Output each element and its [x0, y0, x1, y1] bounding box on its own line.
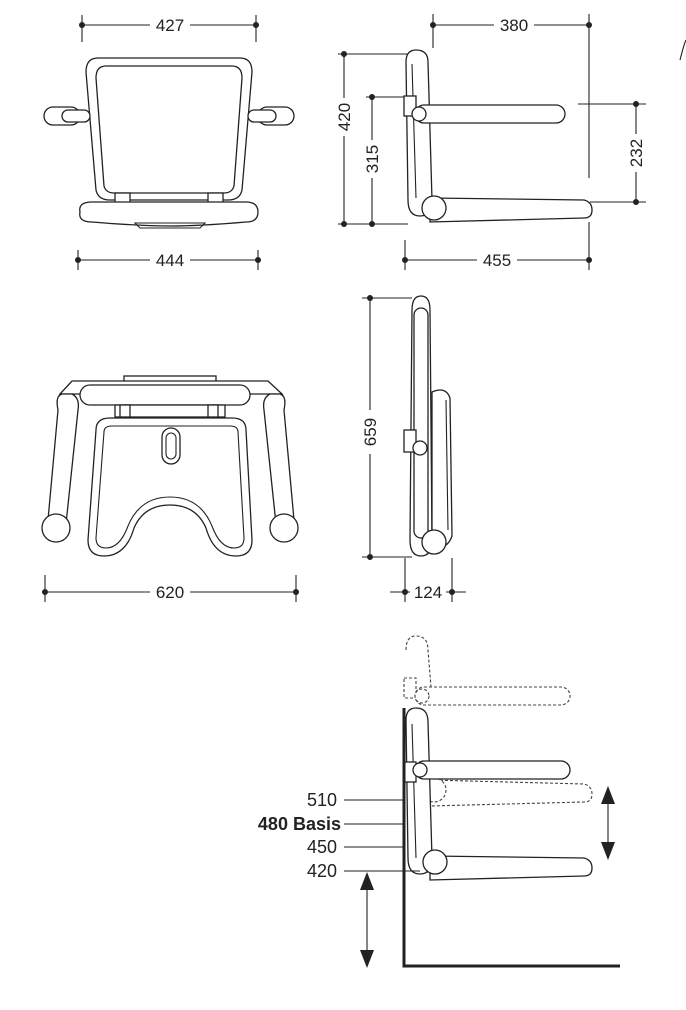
top-arm-left [47, 393, 80, 525]
folded-seat [431, 389, 453, 549]
side-seat [429, 197, 593, 223]
folded-view: 659 124 [360, 295, 466, 603]
dim-folded-height: 659 [361, 418, 380, 446]
height-setting-view: 510 480 Basis 450 420 [258, 635, 620, 968]
dim-front-seat-width: 444 [156, 251, 184, 270]
front-view: 427 444 [43, 13, 295, 271]
top-arm-right [262, 393, 295, 525]
height-seat [429, 855, 593, 881]
dim-side-height-arm: 315 [363, 145, 382, 173]
top-seat-outer [87, 417, 253, 557]
arrow-down-icon [360, 950, 374, 968]
height-post [405, 707, 433, 875]
dim-side-depth-seat: 455 [483, 251, 511, 270]
dim-top-width: 620 [156, 583, 184, 602]
adjust-down-icon [601, 842, 615, 860]
dim-side-depth-arm: 380 [500, 16, 528, 35]
side-view: 380 420 315 232 455 [334, 13, 686, 271]
dim-side-height-total: 420 [335, 103, 354, 131]
height-label-480: 480 Basis [258, 814, 341, 834]
side-frame-post [405, 49, 433, 217]
dim-front-width: 427 [156, 16, 184, 35]
side-armrest [414, 104, 566, 124]
dim-side-arm-above-seat: 232 [627, 139, 646, 167]
height-label-450: 450 [307, 837, 337, 857]
adjust-up-icon [601, 786, 615, 804]
wall-floor-line [402, 708, 620, 968]
dim-folded-depth: 124 [414, 583, 442, 602]
height-label-510: 510 [307, 790, 337, 810]
height-armrest [414, 760, 571, 780]
arrow-up-icon [360, 872, 374, 890]
top-view: 620 [41, 375, 299, 603]
seat-front [79, 201, 259, 227]
backrest-inner [95, 65, 243, 194]
height-label-420: 420 [307, 861, 337, 881]
